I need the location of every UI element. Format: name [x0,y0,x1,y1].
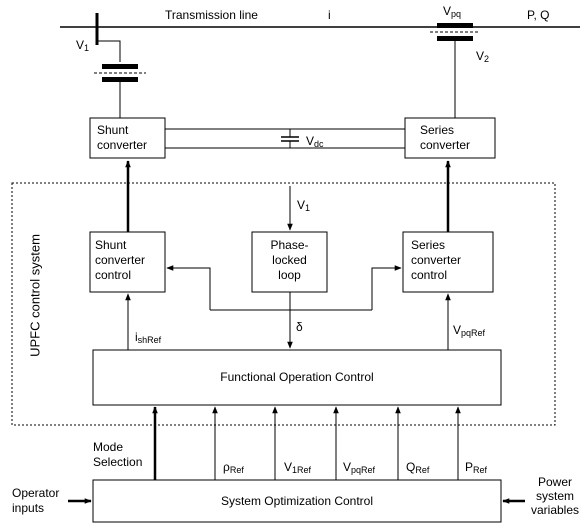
vpqref-out-label: VpqRef [453,323,486,338]
rho-ref-label: ρRef [223,460,244,475]
system-optimization-control-label: System Optimization Control [220,494,374,508]
dc-capacitor [281,129,299,148]
v1-bus-label: V1 [76,38,90,53]
v2-label: V2 [476,49,490,64]
shunt-branch-wire [97,40,121,62]
functional-operation-control-box [92,349,502,406]
power-system-variables-label: Power system variables [530,475,580,517]
vpq-label: Vpq [443,4,462,19]
power-flow-label: P, Q [527,8,550,22]
control-system-boundary [11,182,556,426]
shunt-control-label: Shunt converter control [95,238,146,282]
v1-ref-label: V1Ref [284,460,312,475]
series-transformer [430,23,480,41]
shunt-transformer [94,64,146,82]
shunt-converter-box [89,117,166,159]
delta-to-shunt-arrow [166,265,211,310]
delta-to-series-arrow [371,265,402,310]
transmission-line-label: Transmission line [165,8,258,22]
vdc-label: Vdc [306,134,324,149]
delta-label: δ [296,320,303,334]
p-ref-label: PRef [465,460,488,475]
ishref-label: ishRef [135,330,162,345]
upfc-control-system-label: UPFC control system [27,234,43,357]
series-control-label: Series converter control [411,238,462,282]
functional-operation-control-label: Functional Operation Control [220,370,374,384]
v1-pll-label: V1 [297,198,311,213]
current-label: i [328,8,331,22]
series-converter-box [404,117,496,159]
q-ref-label: QRef [406,460,430,475]
pll-label: Phase- locked loop [270,238,309,282]
system-optimization-control-box [92,479,502,523]
vpq-ref-label: VpqRef [343,460,376,475]
